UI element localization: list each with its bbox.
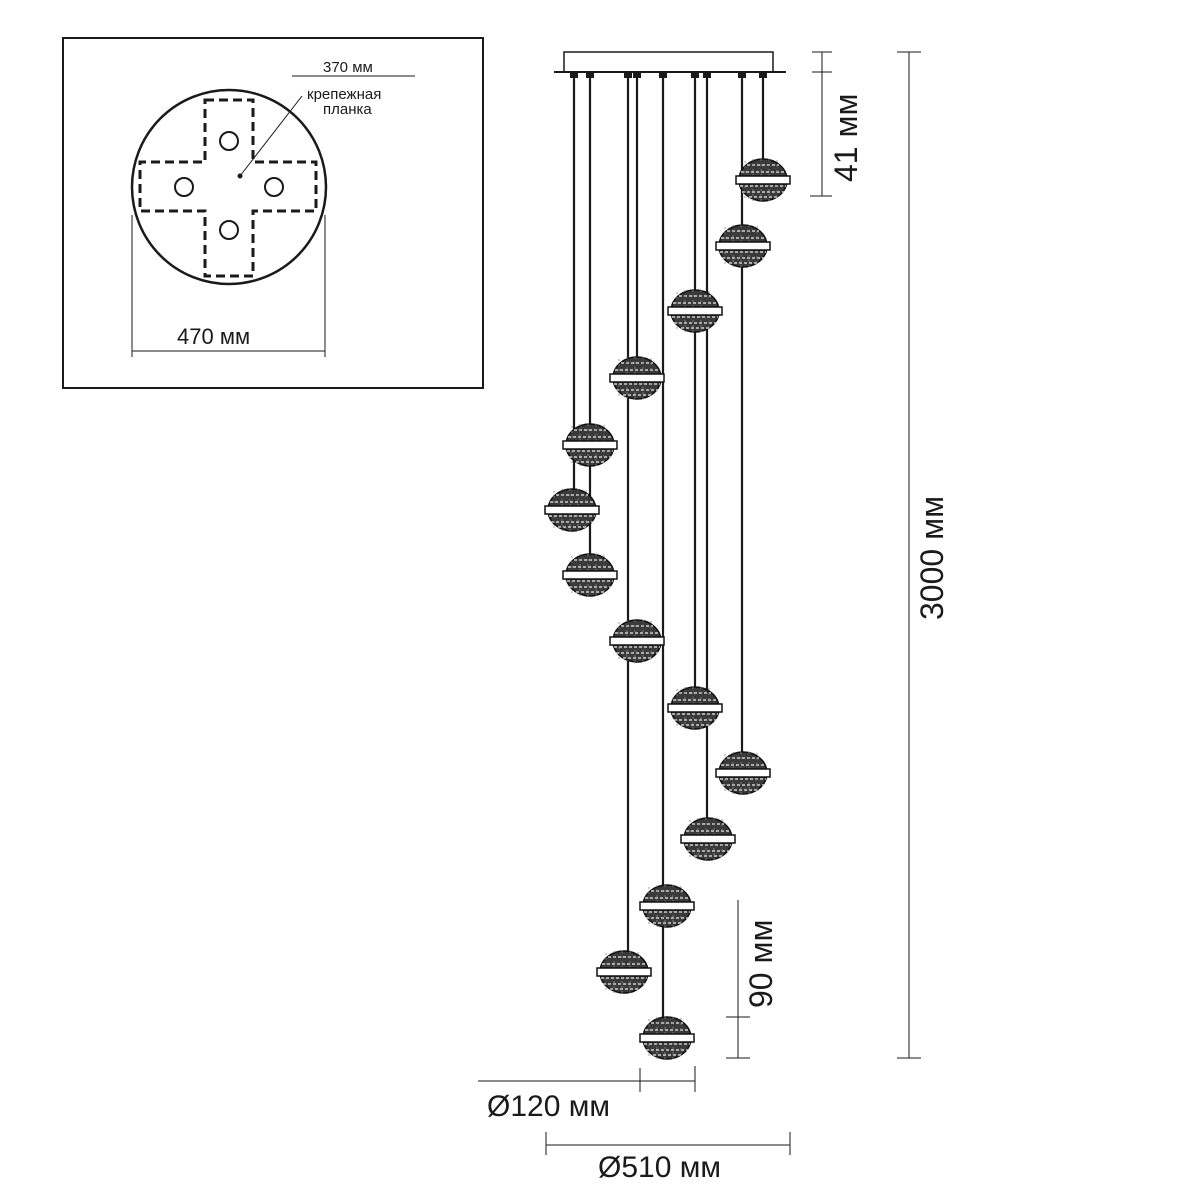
plate-size-label: 370 мм — [323, 59, 373, 76]
canopy-circle — [130, 88, 328, 286]
total-height-label: 3000 мм — [914, 496, 950, 620]
mounting-bracket-outline — [138, 98, 318, 278]
mount-hole-right — [264, 177, 284, 197]
shade-height-label: 90 мм — [743, 920, 779, 1008]
bracket-label-line2: планка — [323, 101, 372, 118]
bracket-leader-line — [239, 95, 303, 177]
chandelier-side-view — [544, 51, 791, 1060]
canopy-height-label: 41 мм — [828, 94, 864, 182]
mount-hole-top — [219, 131, 239, 151]
canopy — [563, 51, 774, 73]
mount-hole-left — [174, 177, 194, 197]
cord-clamps — [570, 72, 767, 78]
overall-diameter-label: Ø510 мм — [598, 1151, 721, 1184]
top-view-inset: 370 мм крепежная планка 470 мм — [62, 37, 484, 389]
diameter-label: 470 мм — [177, 324, 250, 349]
mount-hole-bottom — [219, 220, 239, 240]
inset-frame — [62, 37, 484, 389]
bracket-label-line1: крепежная — [307, 86, 381, 103]
shade-diameter-label: Ø120 мм — [487, 1090, 610, 1123]
dimension-lines — [478, 51, 921, 1155]
